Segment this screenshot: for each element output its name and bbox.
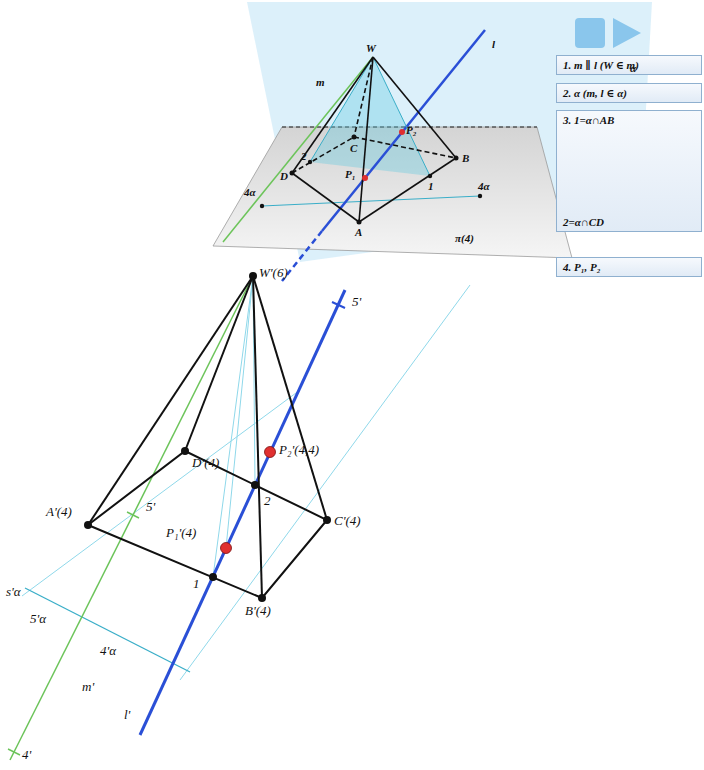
line-m-projection bbox=[10, 276, 253, 760]
step-text: 4. P₁, P₂ bbox=[563, 260, 695, 274]
hidden-edge bbox=[354, 57, 373, 137]
point bbox=[260, 204, 264, 208]
point bbox=[290, 171, 295, 176]
pyramid bbox=[292, 57, 456, 222]
line-l-hidden bbox=[282, 231, 322, 281]
pyramid-edge bbox=[292, 57, 373, 173]
point-label: W bbox=[366, 42, 376, 55]
point bbox=[258, 594, 266, 602]
point bbox=[84, 521, 92, 529]
step-box: 4. P₁, P₂ bbox=[556, 257, 702, 277]
line-m bbox=[223, 57, 373, 242]
line-l bbox=[322, 30, 485, 231]
point bbox=[323, 516, 331, 524]
step-text: 2. α (m, l ∈ α) bbox=[563, 86, 695, 100]
pyramid-projection bbox=[88, 276, 327, 598]
point-label: l' bbox=[124, 708, 130, 723]
point-label: 4α bbox=[478, 180, 490, 193]
points bbox=[260, 135, 482, 225]
construction-line bbox=[180, 285, 470, 680]
point bbox=[357, 220, 362, 225]
point bbox=[308, 160, 312, 164]
step-text: 2=α∩CD bbox=[563, 215, 695, 229]
trace-line bbox=[262, 196, 480, 206]
point-label: P₂'(4,4) bbox=[279, 443, 319, 458]
point-label: 1 bbox=[193, 577, 200, 592]
point-label: 5' bbox=[146, 500, 155, 515]
point-label: A'(4) bbox=[46, 505, 72, 520]
point-label: C bbox=[350, 142, 357, 155]
point-label: 1 bbox=[428, 180, 434, 193]
point-label: P₁'(4) bbox=[166, 526, 196, 541]
piercing-point bbox=[362, 175, 368, 181]
point-label: C'(4) bbox=[334, 514, 361, 529]
point bbox=[352, 135, 357, 140]
step-box: 3. 1=α∩AB 2=α∩CD bbox=[556, 110, 702, 232]
point-label: π(4) bbox=[455, 232, 474, 245]
point-label: 2 bbox=[264, 494, 271, 509]
point-label: D bbox=[280, 170, 288, 183]
point bbox=[249, 272, 257, 280]
hidden-edge bbox=[354, 137, 456, 158]
point-label: 4α bbox=[244, 186, 256, 199]
pyramid-edge bbox=[185, 276, 253, 451]
point-label: B bbox=[462, 152, 469, 165]
line-l-projection bbox=[140, 290, 345, 735]
step-box: 1. m ∥ l (W ∈ m) bbox=[556, 55, 702, 75]
section-edge bbox=[310, 57, 373, 162]
point bbox=[478, 194, 482, 198]
pyramid-edge bbox=[253, 276, 327, 520]
point-label: s'α bbox=[6, 585, 21, 600]
point-label: P₂ bbox=[406, 124, 417, 137]
point bbox=[454, 156, 459, 161]
tick bbox=[8, 749, 20, 755]
point-label: 4' bbox=[22, 748, 31, 763]
section-triangle bbox=[310, 57, 430, 176]
pyramid-edge bbox=[253, 276, 262, 598]
construction-line bbox=[226, 276, 253, 548]
point-label: W'(6) bbox=[259, 266, 288, 281]
points bbox=[84, 272, 331, 602]
point bbox=[181, 447, 189, 455]
point-label: 4'α bbox=[100, 644, 116, 659]
tick bbox=[127, 512, 139, 518]
point bbox=[209, 573, 217, 581]
point bbox=[251, 481, 259, 489]
point-label: 2 bbox=[301, 150, 307, 163]
point-label: A bbox=[355, 226, 362, 239]
tick bbox=[332, 302, 345, 308]
point-label: l bbox=[492, 38, 495, 51]
step-box: 2. α (m, l ∈ α) bbox=[556, 83, 702, 103]
pyramid-edge bbox=[88, 276, 253, 525]
pyramid-base bbox=[88, 451, 327, 598]
pyramid-edge bbox=[292, 173, 359, 222]
step-text: 3. 1=α∩AB bbox=[563, 113, 695, 127]
piercing-point bbox=[265, 447, 276, 458]
point-label: α bbox=[630, 62, 636, 75]
step-text: 1. m ∥ l (W ∈ m) bbox=[563, 58, 695, 72]
piercing-point bbox=[221, 543, 232, 554]
point-label: 5'α bbox=[30, 612, 46, 627]
point-label: 5' bbox=[352, 295, 361, 310]
pyramid-edge bbox=[359, 158, 456, 222]
point-label: D'(4) bbox=[192, 456, 219, 471]
scale-line bbox=[25, 588, 190, 672]
point-label: B'(4) bbox=[245, 604, 271, 619]
hidden-edge bbox=[292, 137, 354, 173]
pyramid-edge bbox=[373, 57, 456, 158]
point-label: m bbox=[316, 76, 325, 89]
point-label: P₁ bbox=[345, 168, 356, 181]
point-label: m' bbox=[82, 680, 94, 695]
point bbox=[428, 174, 432, 178]
piercing-point bbox=[399, 129, 405, 135]
